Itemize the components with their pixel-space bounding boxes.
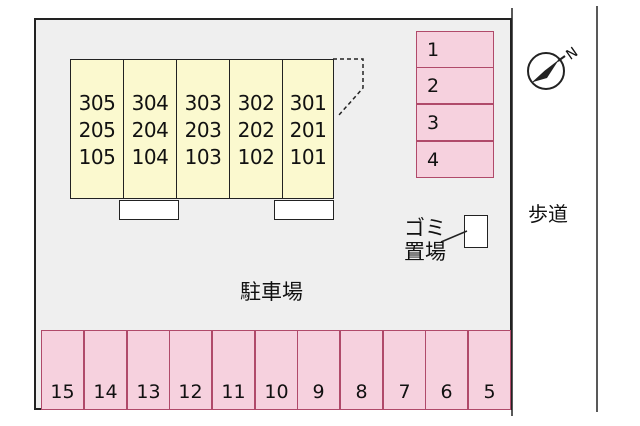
unit-number: 304	[131, 91, 169, 115]
parking-space: 1	[416, 31, 494, 68]
unit-number: 104	[131, 145, 169, 169]
unit-column: 304 204 104	[123, 59, 177, 199]
unit-number: 301	[289, 91, 327, 115]
parking-space: 8	[340, 330, 383, 410]
unit-number: 204	[131, 118, 169, 142]
entrance-step	[119, 200, 179, 220]
parking-space: 13	[127, 330, 170, 410]
garbage-box	[464, 215, 488, 248]
unit-number: 302	[237, 91, 275, 115]
sidewalk-lines	[511, 6, 598, 416]
unit-column: 305 205 105	[70, 59, 124, 199]
unit-number: 305	[78, 91, 116, 115]
parking-space: 10	[255, 330, 298, 410]
compass-icon	[527, 52, 566, 90]
parking-space: 4	[416, 141, 494, 178]
unit-number: 205	[78, 118, 116, 142]
garbage-label: ゴミ 置場	[404, 216, 446, 264]
parking-space: 3	[416, 104, 494, 141]
unit-number: 303	[184, 91, 222, 115]
unit-column: 302 202 102	[229, 59, 283, 199]
parking-lot-label: 駐車場	[240, 280, 303, 304]
parking-space: 5	[468, 330, 511, 410]
entrance-step	[274, 200, 334, 220]
garbage-label-line: 置場	[404, 240, 446, 264]
unit-number: 105	[78, 145, 116, 169]
sidewalk-label: 歩道	[528, 202, 568, 226]
unit-number: 102	[237, 145, 275, 169]
parking-space: 9	[297, 330, 340, 410]
unit-column: 303 203 103	[176, 59, 230, 199]
unit-number: 202	[237, 118, 275, 142]
parking-space: 15	[41, 330, 84, 410]
garbage-label-line: ゴミ	[404, 216, 446, 240]
parking-space: 2	[416, 67, 494, 104]
stair-outline	[333, 58, 364, 116]
unit-column: 301 201 101	[282, 59, 334, 199]
unit-number: 103	[184, 145, 222, 169]
parking-space: 6	[425, 330, 468, 410]
parking-space: 12	[169, 330, 212, 410]
unit-number: 101	[289, 145, 327, 169]
garbage-leader-line	[440, 230, 468, 243]
parking-space: 14	[84, 330, 127, 410]
unit-number: 203	[184, 118, 222, 142]
parking-space: 11	[212, 330, 255, 410]
unit-number: 201	[289, 118, 327, 142]
parking-space: 7	[383, 330, 426, 410]
